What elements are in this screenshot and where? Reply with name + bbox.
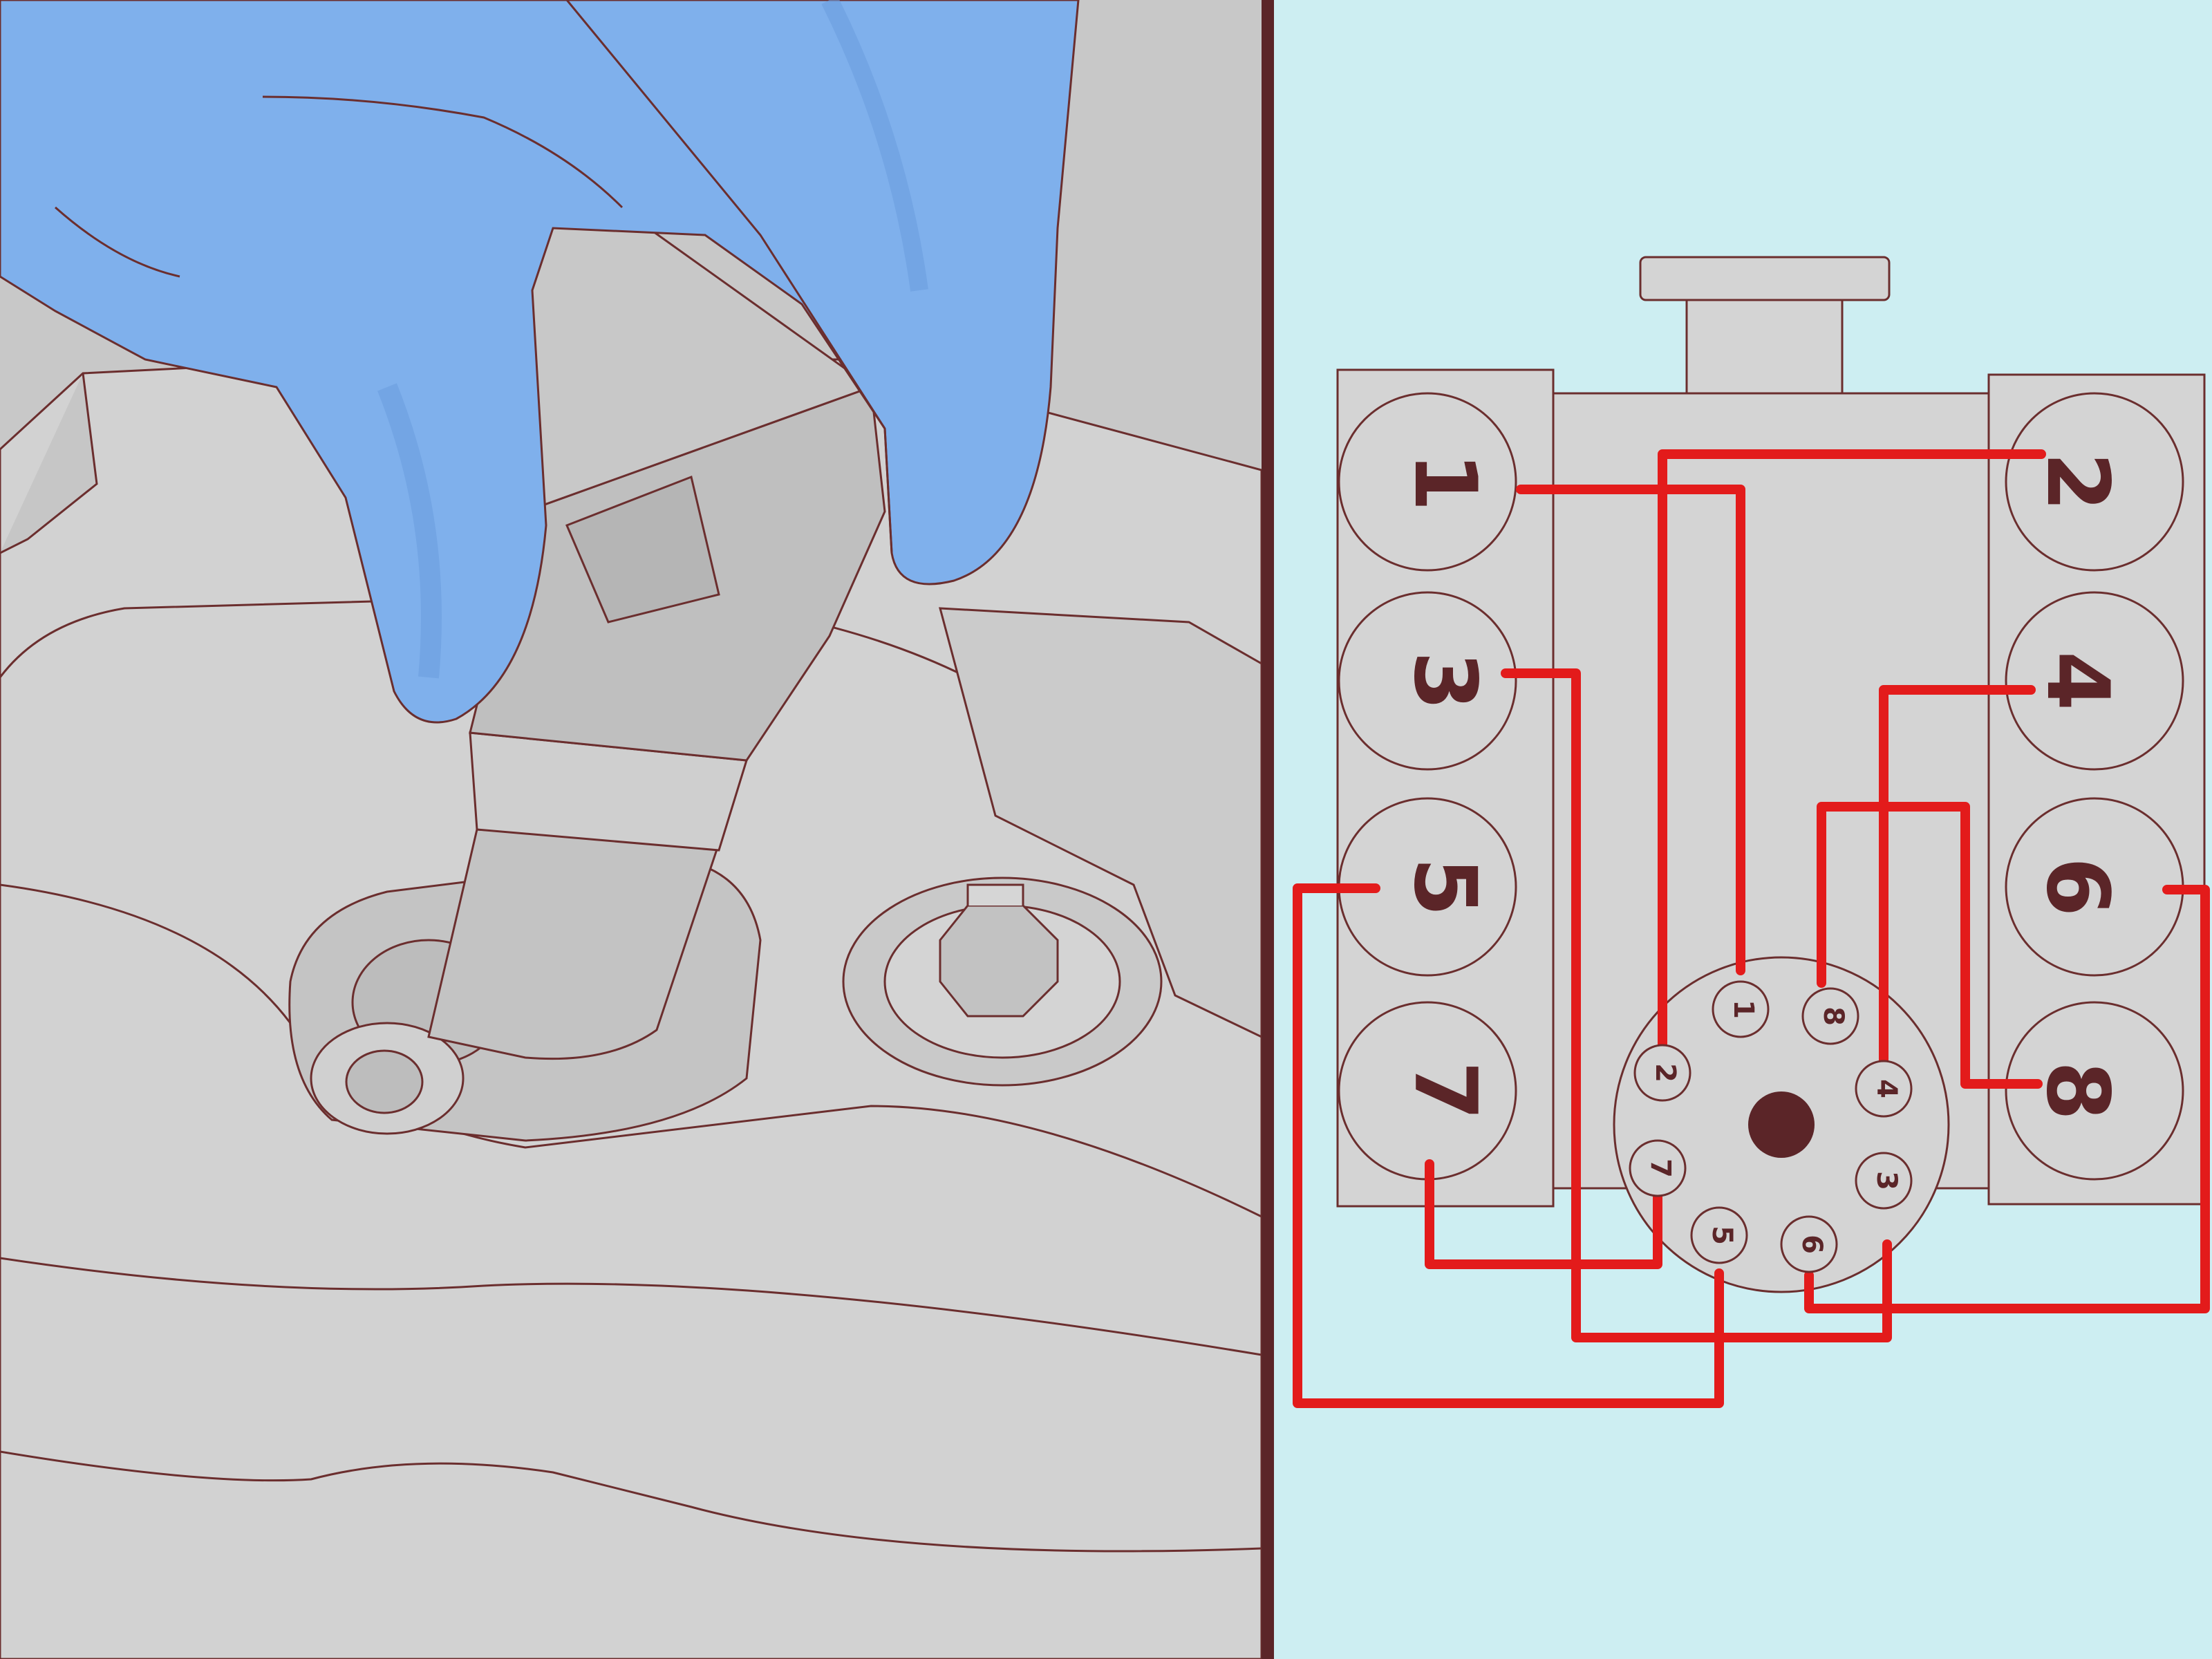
glove-shadow [821, 0, 928, 292]
cylinder-1 [1338, 392, 1517, 572]
cylinder-3-label: 3 [1395, 651, 1494, 711]
right-panel: 1 3 5 7 2 4 6 8 [1274, 0, 2212, 1659]
glove-finger-crease [565, 0, 893, 554]
glove-shadow-2 [377, 383, 442, 679]
cylinder-2-label: 2 [2027, 452, 2127, 512]
cover-left-boss [0, 373, 98, 554]
terminal-3-label: 3 [1871, 1171, 1902, 1190]
cylinder-4-label: 4 [2027, 651, 2127, 711]
spark-plug-wires [1293, 449, 2210, 1408]
terminal-5-label: 5 [1706, 1226, 1738, 1245]
wire-cyl-1 [1516, 485, 1745, 975]
terminal-2-label: 2 [1649, 1063, 1681, 1082]
left-panel [0, 0, 1263, 1659]
terminal-6 [1780, 1215, 1838, 1273]
terminal-8-label: 8 [1817, 1006, 1849, 1026]
terminal-3 [1855, 1152, 1913, 1210]
hex-bolt-icon [842, 877, 1163, 1087]
wire-cyl-6 [1804, 885, 2210, 1313]
plug-boot-facet [565, 475, 720, 624]
mount-hole [345, 1049, 424, 1114]
cover-bottom-edge [0, 1450, 1262, 1553]
cylinder-8-label: 8 [2027, 1061, 2127, 1121]
cylinder-7-label: 7 [1395, 1061, 1494, 1121]
terminal-4-label: 4 [1871, 1079, 1902, 1098]
wire-cyl-4 [1879, 685, 2036, 1066]
wire-cyl-8 [1817, 802, 2043, 1089]
terminal-4 [1855, 1060, 1913, 1118]
intake-neck [1685, 299, 1844, 395]
right-cylinder-bank: 2 4 6 8 [2005, 392, 2184, 1181]
cylinder-3 [1338, 591, 1517, 771]
wire-cyl-2 [1658, 449, 2046, 1066]
terminal-7 [1629, 1139, 1687, 1197]
bolt-tip [966, 883, 1024, 906]
intake-cap [1639, 256, 1891, 301]
distributor-terminals: 1 8 4 3 6 5 7 2 [1629, 980, 1913, 1273]
cylinder-4 [2005, 591, 2184, 771]
bolt-head [939, 904, 1059, 1018]
glove-wrinkle [55, 206, 180, 278]
terminal-7-label: 7 [1644, 1159, 1676, 1178]
cylinder-6-label: 6 [2027, 857, 2127, 917]
cylinder-2 [2005, 392, 2184, 572]
terminal-6-label: 6 [1796, 1235, 1828, 1254]
terminal-1 [1712, 980, 1770, 1038]
terminal-1-label: 1 [1727, 1000, 1759, 1019]
cover-right-boss [939, 607, 1263, 1039]
cover-lower-edge [0, 1257, 1262, 1356]
distributor-cap [1613, 956, 1950, 1293]
left-cylinder-bank: 1 3 5 7 [1338, 392, 1517, 1181]
terminal-2 [1633, 1044, 1691, 1102]
panel-divider [1262, 0, 1274, 1659]
plug-boot-lower [427, 828, 721, 1060]
cylinder-8 [2005, 1001, 2184, 1181]
wire-cyl-7 [1425, 1159, 1662, 1269]
glove [0, 0, 1080, 724]
glove-knuckle-crease [262, 95, 624, 209]
terminal-8 [1801, 987, 1859, 1045]
gloved-hand-icon [0, 0, 1080, 724]
wire-cyl-5 [1293, 883, 1724, 1408]
terminal-5 [1690, 1206, 1748, 1264]
cylinder-5-label: 5 [1395, 857, 1494, 917]
distributor-rotor [1748, 1091, 1815, 1158]
cylinder-1-label: 1 [1395, 452, 1494, 512]
